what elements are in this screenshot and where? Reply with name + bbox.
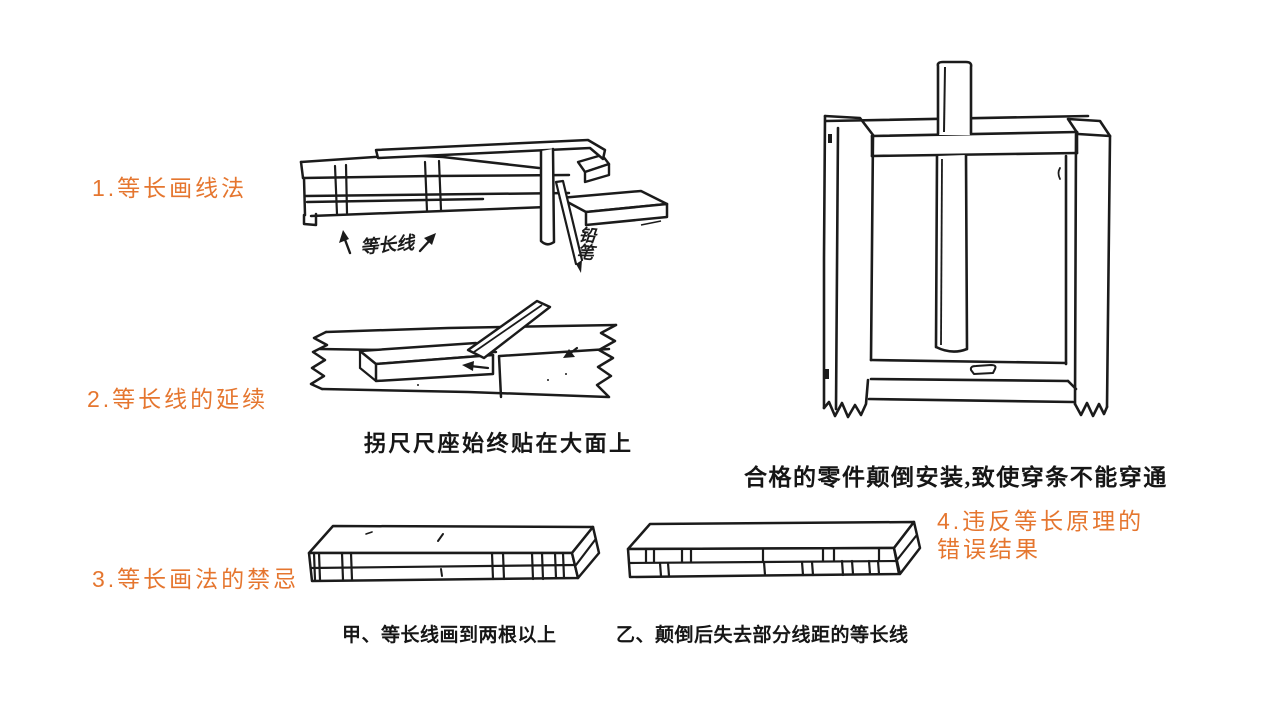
figure-frame-assembly-drawing — [822, 60, 1112, 419]
annotation-pencil: 铅笔 — [572, 224, 596, 261]
tenon-top-block — [936, 60, 973, 136]
workpiece-boards — [299, 153, 571, 227]
right-middle-board — [576, 153, 611, 184]
caption-board-yi: 乙、颠倒后失去部分线距的等长线 — [616, 625, 909, 646]
label-4-wrong-result-line2: 错误结果 — [937, 536, 1041, 562]
caption-board-jia: 甲、等长线画到两根以上 — [342, 625, 557, 646]
figure-try-square-drawing — [309, 299, 618, 399]
square-blade — [539, 147, 556, 246]
figure-marking-demo-drawing — [299, 138, 669, 273]
board-yi — [626, 520, 922, 579]
square-stock — [358, 341, 495, 383]
arrow-on-right-board — [563, 346, 579, 358]
frame-stiles-and-rails — [822, 114, 1112, 419]
arrow-under-blade — [462, 361, 490, 371]
square-blade-diagonal — [466, 299, 552, 360]
label-4-wrong-result-line1: 4.违反等长原理的 — [937, 508, 1145, 534]
board-jia — [307, 524, 601, 583]
right-lower-board — [558, 189, 669, 227]
figure-board-yi-drawing — [626, 520, 922, 579]
arrow-to-marks-right — [418, 233, 436, 253]
label-1-equal-length-marking: 1.等长画线法 — [92, 175, 248, 201]
figure-board-jia-drawing — [307, 524, 601, 583]
caption-try-square: 拐尺尺座始终贴在大面上 — [364, 431, 634, 456]
label-3-marking-taboos: 3.等长画法的禁忌 — [92, 566, 300, 592]
caption-frame-assembly: 合格的零件颠倒安装,致使穿条不能穿通 — [744, 465, 1168, 490]
label-2-line-continuation: 2.等长线的延续 — [87, 386, 269, 412]
straightedge-ruler — [374, 138, 607, 161]
pencil — [554, 179, 584, 273]
arrow-to-marks-left — [339, 230, 352, 255]
middle-bar — [934, 153, 969, 353]
annotation-equal-length-lines: 等长线 — [359, 232, 415, 259]
